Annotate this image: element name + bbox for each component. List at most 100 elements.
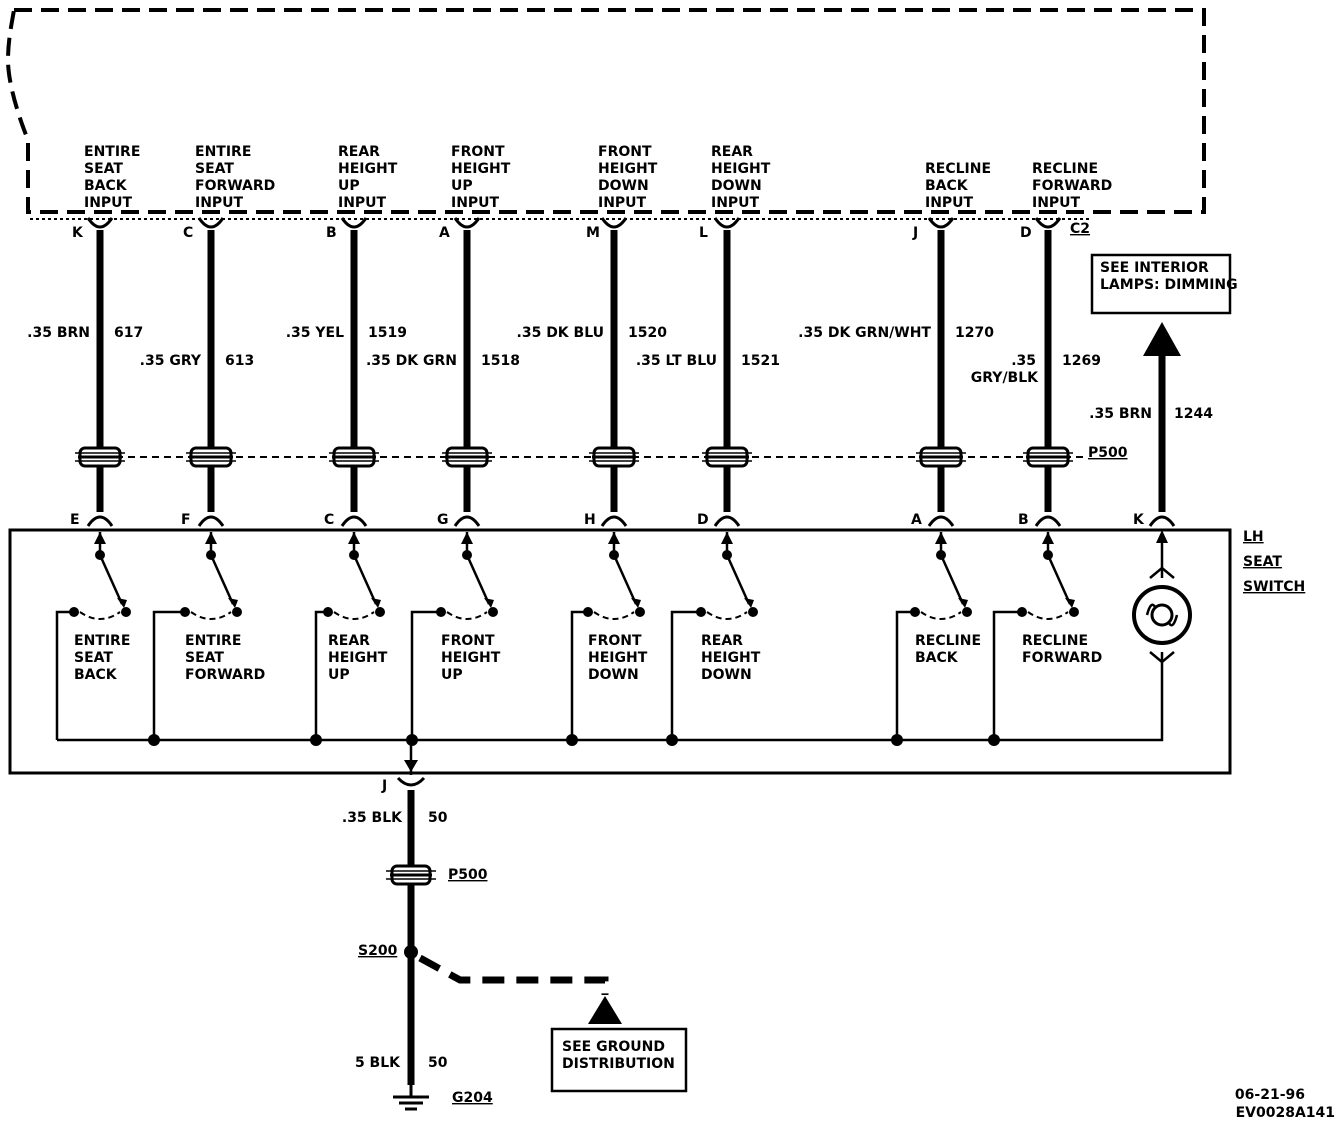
svg-text:LH: LH [1243,529,1264,545]
switch-label-line: UP [441,667,463,683]
arrow-up-icon [205,532,217,544]
wire-color-label: .35 DK GRN/WHT [798,325,931,341]
wire-color-label: .35 DK BLU [517,325,604,341]
p500-ground-connector [386,864,436,886]
module-input-label-line: INPUT [338,195,387,211]
module-input-label-line: SEAT [195,161,234,177]
switch-label-line: RECLINE [915,633,981,649]
module-input-label-line: SEAT [84,161,123,177]
wire-color-label: .35 DK GRN [366,353,457,369]
module-input-pin: C [183,225,193,241]
illumination-lamp-icon [1132,530,1192,664]
switch-pin-label: B [1018,512,1029,528]
module-input-label-line: DOWN [598,178,649,194]
ground-ref-line2: DISTRIBUTION [562,1056,675,1072]
module-input-label-line: HEIGHT [598,161,658,177]
wire-circuit-label: 1520 [628,325,667,341]
wire-circuit-label: 1518 [481,353,520,369]
wire-circuit-label: 1521 [741,353,780,369]
module-input-label-line: HEIGHT [711,161,771,177]
wire-circuit-label: 1269 [1062,353,1101,369]
module-input-label-line: INPUT [195,195,244,211]
p500-inline-connector [186,446,236,468]
connector-p500-label: P500 [1088,445,1128,461]
lamp-wire-color: .35 BRN [1089,406,1152,422]
ground-pin-label: J [381,778,387,794]
wire-circuit-label: 1270 [955,325,994,341]
lh-seat-switch-housing [8,528,1232,775]
ground-wire2-circuit: 50 [428,1055,448,1071]
arrow-up-icon [721,532,733,544]
switch-pin-label: E [70,512,80,528]
wire-color-label: .35 [1011,353,1036,369]
module-input-label-line: INPUT [84,195,133,211]
wire-color-label: .35 YEL [286,325,344,341]
svg-text:SEAT: SEAT [1243,554,1282,570]
switch-label-line: BACK [74,667,118,683]
arrow-up-icon [1042,532,1054,544]
connector-c2-label: C2 [1070,221,1090,237]
module-input-label-line: RECLINE [1032,161,1098,177]
switch-label-line: DOWN [701,667,752,683]
ground-distribution-ref-box [550,1027,688,1093]
ground-symbol-icon [393,1085,429,1111]
module-input-label-line: REAR [711,144,753,160]
lh-seat-switch-title: LH SEAT SWITCH [1243,529,1305,595]
module-input-label-line: BACK [84,178,128,194]
ground-triangle-icon [588,996,622,1024]
wire-color-label: .35 BRN [27,325,90,341]
module-input-label-line: FORWARD [195,178,275,194]
arrow-down-icon [404,760,418,772]
interior-lamps-ref-box [1090,253,1232,315]
ground-ref-line1: SEE GROUND [562,1039,665,1055]
wire-color-label: .35 GRY [140,353,202,369]
switch-label-line: DOWN [588,667,639,683]
module-input-label-line: INPUT [711,195,760,211]
module-input-label-line: DOWN [711,178,762,194]
switch-label-line: ENTIRE [185,633,241,649]
common-ground-bus [57,652,1164,742]
module-input-label-line: INPUT [598,195,647,211]
interior-lamps-ref-line1: SEE INTERIOR [1100,260,1209,276]
ground-wire1-circuit: 50 [428,810,448,826]
arrow-up-icon [608,532,620,544]
module-input-label-line: RECLINE [925,161,991,177]
seat-switches: ENTIRESEATBACKENTIRESEATFORWARDREARHEIGH… [55,532,1102,746]
module-input-label-line: ENTIRE [84,144,140,160]
module-input-label-line: HEIGHT [451,161,511,177]
switch-label-line: HEIGHT [588,650,648,666]
switch-pin-label: F [181,512,191,528]
switch-pin-label: A [911,512,922,528]
switch-label-line: FORWARD [185,667,265,683]
switch-label-line: FRONT [441,633,495,649]
ground-connector-label: P500 [448,867,488,883]
module-input-label-line: FORWARD [1032,178,1112,194]
module-input-label-line: INPUT [1032,195,1081,211]
switch-label-line: HEIGHT [701,650,761,666]
svg-text:SWITCH: SWITCH [1243,579,1305,595]
switch-pin-label: H [584,512,596,528]
lamp-pin-label: K [1133,512,1145,528]
switch-label-line: REAR [328,633,370,649]
arrow-up-icon [348,532,360,544]
lamp-feed: .35 BRN 1244 SEE INTERIOR LAMPS: DIMMING… [1089,253,1238,528]
wire-color-label: .35 LT BLU [636,353,717,369]
wire-color-label: GRY/BLK [971,370,1039,386]
